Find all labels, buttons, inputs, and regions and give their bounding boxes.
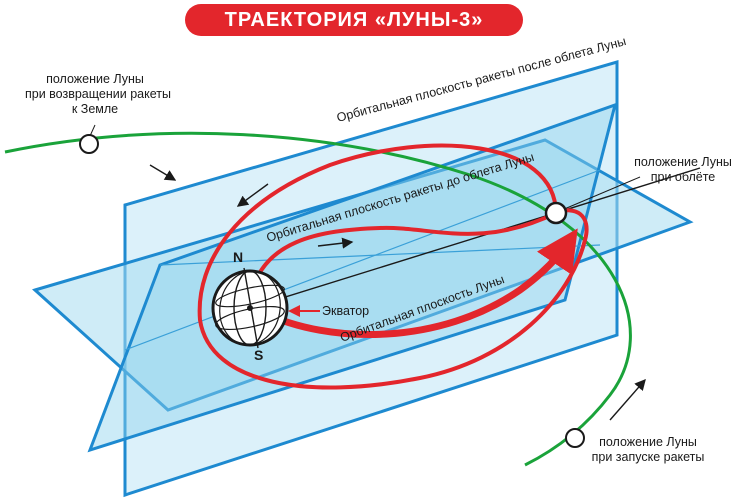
south-pole-label: S <box>254 347 263 363</box>
direction-arrow <box>149 164 177 181</box>
intersection-line <box>124 169 601 351</box>
direction-arrow <box>317 237 354 249</box>
equator-label: Экватор <box>322 304 369 318</box>
moon-return-marker <box>79 134 99 154</box>
moon-launch-marker <box>565 428 585 448</box>
leader-line <box>89 124 96 137</box>
north-pole-label: N <box>233 249 243 265</box>
title-banner: ТРАЕКТОРИЯ «ЛУНЫ-3» <box>185 4 523 36</box>
moon-return-caption: положение Луны при возвращении ракеты к … <box>25 72 171 116</box>
trajectory-before-flyby <box>248 211 557 301</box>
intersection-line <box>159 244 601 266</box>
moon-launch-caption: положение Луны при запуске ракеты <box>591 435 705 464</box>
diagram-title: ТРАЕКТОРИЯ «ЛУНЫ-3» <box>224 8 484 31</box>
plane-before-flyby <box>87 102 618 453</box>
earth-moon-axis <box>249 167 701 309</box>
direction-arrow <box>236 183 269 207</box>
moon-flyby-marker <box>544 201 568 225</box>
direction-arrow <box>609 378 646 421</box>
moon-flyby-caption: положение Луны при облёте <box>634 155 732 184</box>
trajectory-launch-arrow <box>260 228 578 338</box>
earth-globe <box>211 267 289 349</box>
leader-line <box>561 176 641 211</box>
